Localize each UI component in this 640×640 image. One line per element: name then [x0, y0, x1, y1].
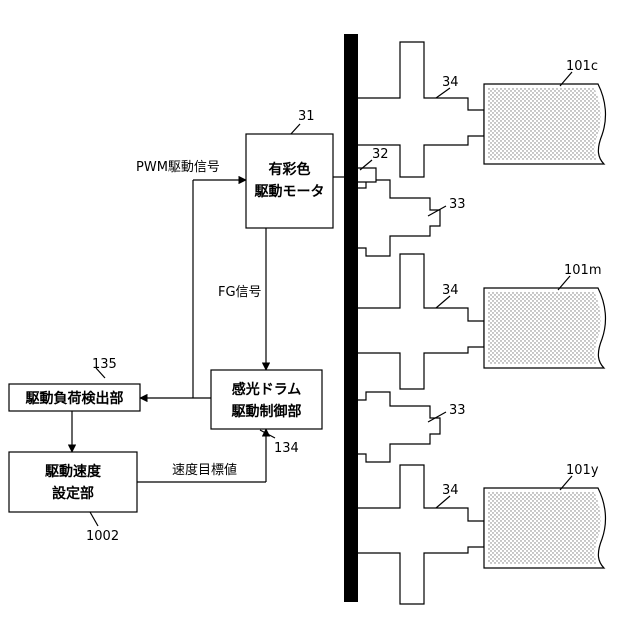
fg-signal-label: FG信号 [218, 285, 262, 300]
idler-gear-lower-shape [358, 392, 440, 462]
frame-plate [344, 34, 358, 602]
pwm-signal-label: PWM駆動信号 [136, 160, 220, 175]
color-motor-line1: 有彩色 [269, 161, 311, 178]
drum-m [484, 288, 605, 368]
drum-control-block: 感光ドラム 駆動制御部 [211, 370, 322, 429]
idler-gear-upper-label: 33 [449, 197, 466, 212]
load-detector-label: 駆動負荷検出部 [26, 390, 124, 407]
color-motor-block: 有彩色 駆動モータ [246, 134, 333, 228]
color-motor-ref: 31 [298, 109, 315, 124]
color-motor-line2: 駆動モータ [255, 183, 325, 200]
drum-gear-m-label: 34 [442, 283, 459, 298]
speed-setting-line1: 駆動速度 [45, 463, 102, 480]
load-detector-ref: 135 [92, 357, 117, 372]
drum-y [484, 488, 605, 568]
speed-setting-line2: 設定部 [52, 485, 94, 502]
signal-lines [72, 180, 266, 482]
load-detector-block: 駆動負荷検出部 [9, 384, 140, 411]
drum-control-line1: 感光ドラム [232, 381, 302, 398]
motor-gear-label: 32 [372, 147, 389, 162]
drum-gear-y-shape [358, 465, 484, 604]
speed-target-label: 速度目標値 [172, 462, 237, 478]
idler-gear-lower-label: 33 [449, 403, 466, 418]
speed-setting-ref: 1002 [86, 529, 119, 544]
drum-gear-c-label: 34 [442, 75, 459, 90]
drum-c-label: 101c [566, 59, 598, 74]
speed-setting-block: 駆動速度 設定部 [9, 452, 137, 512]
drum-control-line2: 駆動制御部 [232, 403, 302, 420]
idler-gear-upper-shape [358, 180, 440, 256]
drum-m-label: 101m [564, 263, 601, 278]
drum-c [484, 84, 605, 164]
drum-gear-y-label: 34 [442, 483, 459, 498]
drum-y-label: 101y [566, 463, 599, 478]
drum-control-ref: 134 [274, 441, 299, 456]
drum-gear-m-shape [358, 254, 484, 389]
